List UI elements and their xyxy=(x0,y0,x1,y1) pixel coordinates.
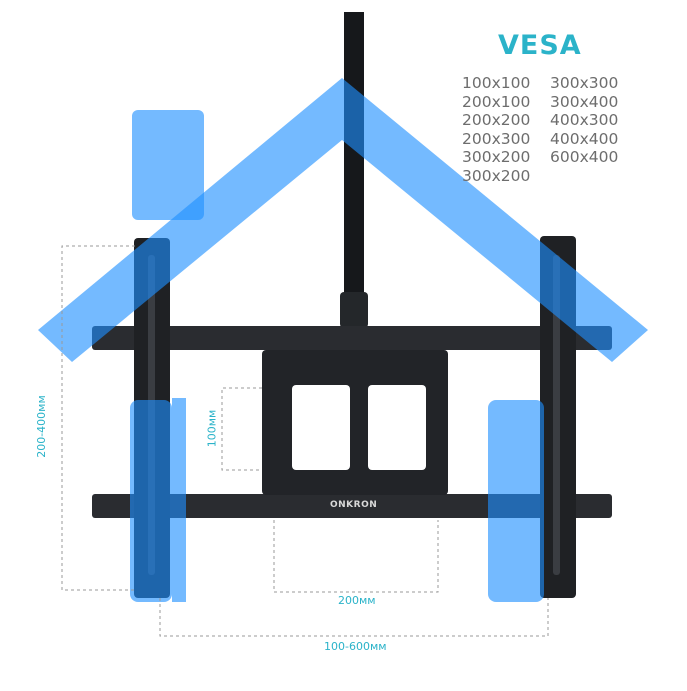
vesa-size: 300x200 xyxy=(462,148,531,167)
vesa-list-1: 100x100 200x100 200x200 200x300 300x200 … xyxy=(462,74,530,186)
dimension-inner-height: 100мм xyxy=(205,409,219,448)
vesa-size: 400x300 xyxy=(550,111,619,130)
vesa-size: 300x300 xyxy=(550,74,619,92)
dimension-total-width: 100-600мм xyxy=(324,640,387,653)
vesa-list-2: 300x300 300x400 400x300 400x400 600x400 xyxy=(550,74,618,167)
vesa-size: 300x200 xyxy=(462,166,531,185)
vesa-size: 600x400 xyxy=(550,148,619,167)
vesa-size: 200x300 xyxy=(462,129,531,148)
vesa-size: 300x400 xyxy=(550,92,619,111)
dimension-guides xyxy=(61,245,549,637)
brand-logo: ONKRON xyxy=(330,500,378,510)
house-overlay xyxy=(38,78,648,602)
vesa-size: 100x100 xyxy=(462,74,531,92)
pole-joint xyxy=(340,292,368,328)
bottom-rail xyxy=(92,494,612,518)
plate-window-left xyxy=(292,385,350,470)
ceiling-pole xyxy=(344,12,364,312)
vesa-size: 200x200 xyxy=(462,111,531,130)
dimension-inner-width: 200мм xyxy=(338,594,376,607)
vesa-size: 200x100 xyxy=(462,92,531,111)
right-arm-slot xyxy=(553,255,560,575)
top-rail xyxy=(92,326,612,350)
dimension-vertical-range: 200-400мм xyxy=(34,395,48,458)
vesa-size: 400x400 xyxy=(550,129,619,148)
vesa-title: VESA xyxy=(498,30,582,61)
plate-window-right xyxy=(368,385,426,470)
